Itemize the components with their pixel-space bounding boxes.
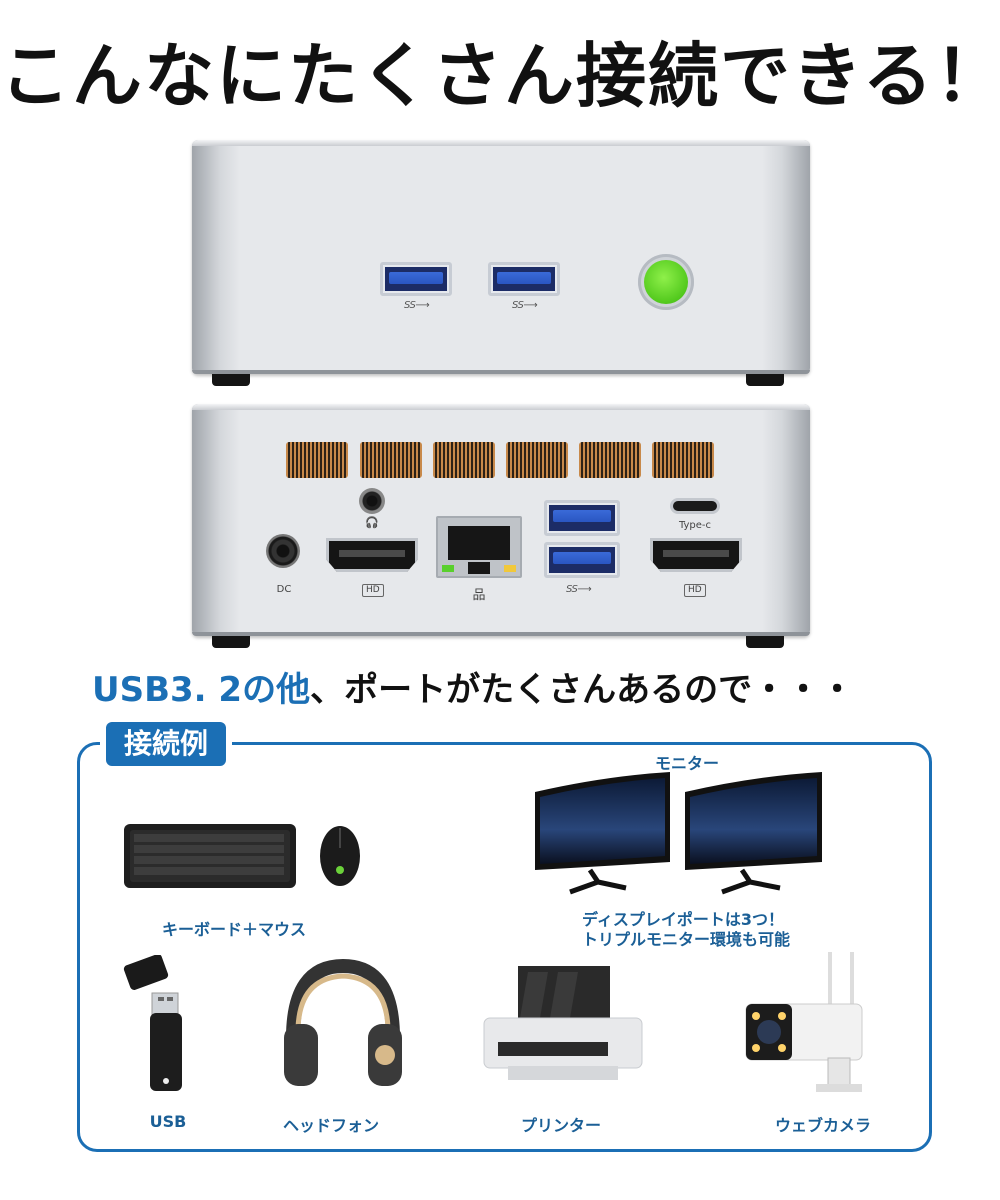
monitor-label: モニター	[654, 754, 720, 773]
connection-example-badge: 接続例	[106, 722, 227, 766]
device-foot	[212, 374, 250, 386]
vent-grille	[652, 442, 714, 478]
usb-ss-logo-3: SS⟶	[566, 584, 592, 595]
mini-pc-rear: DC 🎧 HD 品 SS⟶ Type-c HD	[192, 404, 810, 636]
dc-jack-icon	[266, 534, 300, 568]
display-note-line2: トリプルモニター環境も可能	[582, 930, 791, 949]
subheading-rest: 、ポートがたくさんあるので・・・	[310, 670, 855, 710]
connection-example-box	[77, 742, 932, 1152]
front-usb-port-2	[488, 262, 560, 296]
typec-label: Type-c	[678, 520, 712, 531]
device-foot	[746, 374, 784, 386]
hdmi-port-2	[650, 538, 742, 572]
headphone-icon: 🎧	[365, 516, 379, 529]
device-foot	[746, 636, 784, 648]
subheading-highlight: USB3. 2の他	[92, 670, 311, 710]
dc-label: DC	[276, 584, 292, 595]
display-note-line1: ディスプレイポートは3つ！	[582, 910, 785, 929]
hdmi-port-1	[326, 538, 418, 572]
ethernet-icon: 品	[472, 588, 486, 603]
printer-label: プリンター	[520, 1116, 602, 1135]
page-title: こんなにたくさん接続できる！	[0, 35, 1000, 117]
monitor-icon	[535, 772, 822, 895]
device-foot	[212, 636, 250, 648]
keyboard-icon	[124, 824, 360, 888]
hdmi-label-2: HD	[684, 584, 706, 597]
mini-pc-front: SS⟶ SS⟶	[192, 140, 810, 374]
keyboard-mouse-label: キーボード＋マウス	[162, 920, 307, 939]
usb-c-port	[670, 498, 720, 514]
audio-jack-icon	[359, 488, 385, 514]
printer-icon	[483, 966, 643, 1080]
vent-grille	[286, 442, 348, 478]
headphones-label: ヘッドフォン	[282, 1116, 380, 1135]
subheading: USB3. 2の他、ポートがたくさんあるので・・・	[92, 662, 854, 711]
webcam-label: ウェブカメラ	[774, 1116, 872, 1135]
webcam-icon	[745, 952, 863, 1092]
usb-ss-logo-1: SS⟶	[404, 300, 430, 311]
front-usb-port-1	[380, 262, 452, 296]
hdmi-label-1: HD	[362, 584, 384, 597]
usb-label: USB	[149, 1112, 187, 1131]
power-button-icon	[638, 254, 694, 310]
vent-grille	[506, 442, 568, 478]
vent-grille	[579, 442, 641, 478]
rear-usb-port-2	[544, 542, 620, 578]
usb-stick-icon	[123, 955, 182, 1091]
vent-grille	[360, 442, 422, 478]
usb-ss-logo-2: SS⟶	[512, 300, 538, 311]
rear-usb-port-1	[544, 500, 620, 536]
headphones-icon	[284, 958, 402, 1086]
ethernet-port	[436, 516, 522, 578]
vent-grille	[433, 442, 495, 478]
